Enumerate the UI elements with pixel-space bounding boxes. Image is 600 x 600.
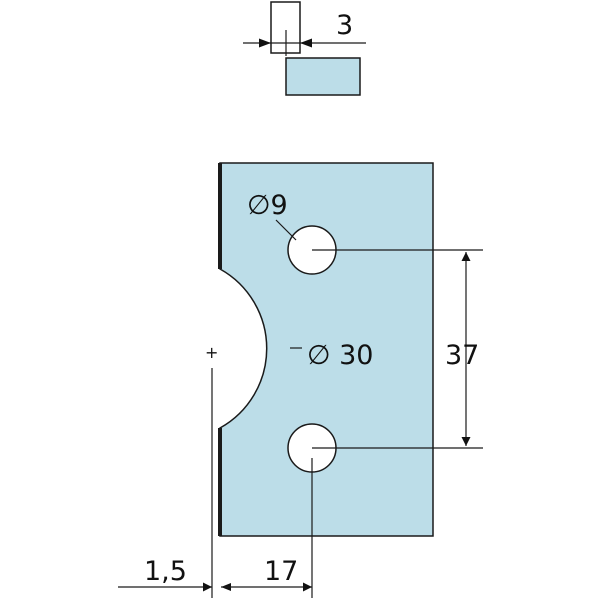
hole-offset-label: 17 [264, 556, 298, 587]
hole-diameter-leader [275, 219, 297, 241]
top-view-profile [285, 57, 361, 96]
thickness-label: 3 [336, 10, 353, 41]
plate-view: ∅9 ∅ 30 37 + 1,5 17 [118, 162, 483, 598]
offset-label: 1,5 [144, 556, 187, 587]
center-mark: + [205, 343, 218, 362]
top-view: 3 [243, 1, 366, 96]
arc-diameter-label: ∅ 30 [307, 340, 373, 371]
hole-spacing-label: 37 [445, 340, 479, 371]
thickness-arrow-right [300, 38, 312, 48]
thickness-arrow-left [259, 38, 271, 48]
plate-body [219, 162, 434, 537]
hole-diameter-label: ∅9 [247, 190, 288, 221]
